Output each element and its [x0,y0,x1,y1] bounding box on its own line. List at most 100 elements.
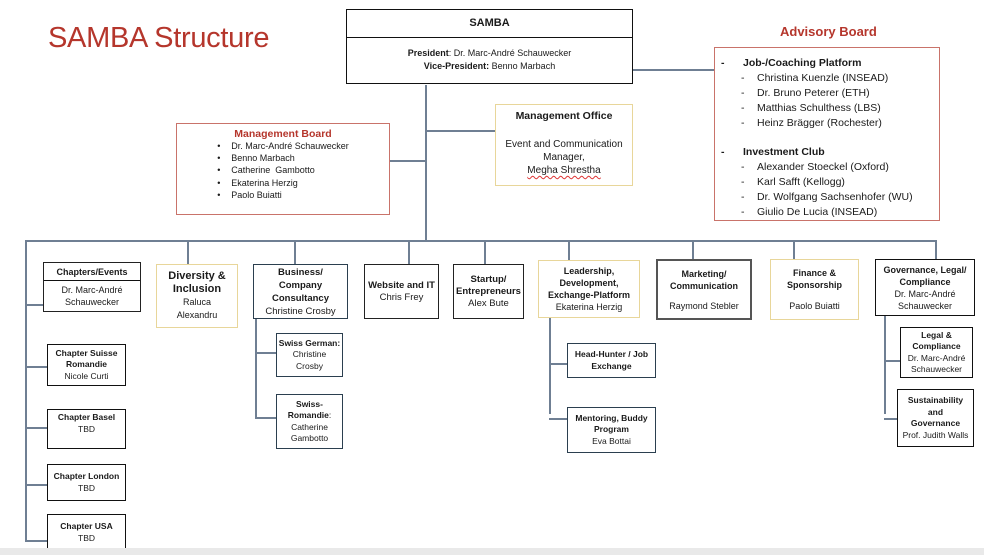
board-member: Ekaterina Herzig [217,177,349,189]
board-member: Dr. Marc-André Schauwecker [217,140,349,152]
management-office-title: Management Office [515,110,613,122]
legal-title: Legal & Compliance [912,329,961,352]
chapter-title: Chapter Basel [57,412,116,422]
samba-vice-president: Vice-President: Benno Marbach [347,60,632,73]
vice-president-label: Vice-President: [423,61,490,71]
chapter-usa-box[interactable]: Chapter USA TBD [47,514,126,551]
management-board-title: Management Board [234,128,332,140]
connector-website [408,240,410,264]
management-office-role: Event and Communication [505,139,623,150]
connector-business [294,240,296,264]
leadership-development-box[interactable]: Leadership, Development, Exchange-Platfo… [538,260,640,318]
chapter-person: TBD [78,423,95,434]
chapter-basel-box[interactable]: Chapter Basel TBD [47,409,126,449]
diversity-person: Raluca Alexandru [176,297,218,320]
connector-chapter-london [25,484,47,486]
head-hunter-box[interactable]: Head-Hunter / Job Exchange [567,343,656,378]
chapter-person: TBD [78,482,95,493]
startup-entrepreneurs-box[interactable]: Startup/ Entrepreneurs Alex Bute [453,264,524,319]
business-consultancy-box[interactable]: Business/ Company Consultancy Christine … [253,264,348,319]
sustainability-person: Prof. Judith Walls [902,429,969,440]
leadership-title: Leadership, Development, Exchange-Platfo… [547,266,631,300]
connector-management-board [390,160,426,162]
sustainability-title: Sustainability and Governance [907,395,964,428]
management-board-box[interactable]: Management Board Dr. Marc-André Schauwec… [176,123,390,215]
chapter-person: Nicole Curti [64,370,109,381]
samba-box[interactable]: SAMBA President: Dr. Marc-André Schauwec… [346,9,633,84]
marketing-communication-box[interactable]: Marketing/ Communication Raymond Stebler [656,259,752,320]
diversity-title: Diversity & Inclusion [168,270,226,295]
advisory-group-investment-club: -Investment Club -Alexander Stoeckel (Ox… [721,146,913,218]
chapters-events-box[interactable]: Chapters/Events Dr. Marc-André Schauweck… [43,262,141,312]
mentoring-person: Eva Bottai [592,435,631,446]
legal-compliance-box[interactable]: Legal & Compliance Dr. Marc-André Schauw… [900,327,973,378]
sustainability-governance-box[interactable]: Sustainability and Governance Prof. Judi… [897,389,974,447]
connector-business-spine [255,318,257,418]
chapter-london-box[interactable]: Chapter London TBD [47,464,126,501]
board-member: Paolo Buiatti [217,189,349,201]
connector-sustainability [884,418,898,420]
management-office-person: Megha Shrestha [527,165,601,176]
swiss-romandie-box[interactable]: Swiss- Romandie: Catherine Gambotto [276,394,343,449]
connector-management-office [426,130,495,132]
advisory-member: -Karl Safft (Kellogg) [741,176,845,188]
board-member: Catherine Gambotto [217,164,349,176]
website-title: Website and IT [368,279,435,291]
connector-governance-spine [884,316,886,414]
advisory-member: -Dr. Wolfgang Sachsenhofer (WU) [741,191,913,203]
connector-leadership [568,240,570,260]
marketing-person: Raymond Stebler [669,300,739,311]
diversity-inclusion-box[interactable]: Diversity & Inclusion Raluca Alexandru [156,264,238,328]
business-title: Business/ Company Consultancy [271,266,329,304]
chapter-suisse-romandie-box[interactable]: Chapter Suisse Romandie Nicole Curti [47,344,126,386]
website-it-box[interactable]: Website and IT Chris Frey [364,264,439,319]
chapter-title: Chapter Suisse Romandie [55,347,118,370]
leadership-person: Ekaterina Herzig [555,302,623,312]
connector-swiss-romandie [255,417,277,419]
governance-person: Dr. Marc-André Schauwecker [894,288,956,311]
finance-sponsorship-box[interactable]: Finance & Sponsorship Paolo Buiatti [770,259,859,320]
advisory-member: -Matthias Schulthess (LBS) [741,102,881,114]
connector-governance [935,240,937,260]
connector-chapter-suisse [25,366,47,368]
marketing-title: Marketing/ Communication [669,268,738,291]
president-label: President [407,48,449,58]
connector-diversity [187,240,189,268]
connector-mentoring [549,418,567,420]
mentoring-title: Mentoring, Buddy Program [575,412,648,435]
swiss-german-person: Christine Crosby [292,349,327,371]
governance-legal-box[interactable]: Governance, Legal/ Compliance Dr. Marc-A… [875,259,975,316]
advisory-member: -Dr. Bruno Peterer (ETH) [741,87,870,99]
chapter-title: Chapter London [53,471,120,481]
connector-chapters-spine [25,240,27,541]
finance-person: Paolo Buiatti [789,301,840,311]
connector-chapters [25,304,43,306]
management-office-role: Manager, [543,152,585,163]
connector-chapter-basel [25,427,47,429]
advisory-board-box[interactable]: -Job-/Coaching Platform -Christina Kuenz… [714,47,940,221]
advisory-member: -Heinz Brägger (Rochester) [741,117,882,129]
swiss-german-title: Swiss German: [278,337,341,348]
chapter-person: TBD [78,532,95,543]
connector-marketing [692,240,694,260]
connector-departments-bus [25,240,936,242]
connector-chapter-usa [25,540,47,542]
legal-person: Dr. Marc-André Schauwecker [907,352,966,375]
page-title: SAMBA Structure [48,22,270,54]
samba-name: SAMBA [347,10,632,38]
president-name: : Dr. Marc-André Schauwecker [448,48,572,58]
advisory-board-title: Advisory Board [780,24,877,39]
mentoring-buddy-box[interactable]: Mentoring, Buddy Program Eva Bottai [567,407,656,453]
connector-startup [484,240,486,264]
management-board-members: Dr. Marc-André Schauwecker Benno Marbach… [217,140,349,201]
vice-president-name: Benno Marbach [489,61,556,71]
startup-title: Startup/ Entrepreneurs [456,273,521,297]
startup-person: Alex Bute [468,297,509,309]
advisory-group-job-coaching: -Job-/Coaching Platform -Christina Kuenz… [721,57,889,129]
connector-main-vertical [425,85,427,241]
advisory-member: -Christina Kuenzle (INSEAD) [741,72,889,84]
swiss-german-box[interactable]: Swiss German: Christine Crosby [276,333,343,377]
connector-legal [884,360,900,362]
connector-swiss-german [255,352,277,354]
management-office-box[interactable]: Management Office Event and Communicatio… [495,104,633,186]
